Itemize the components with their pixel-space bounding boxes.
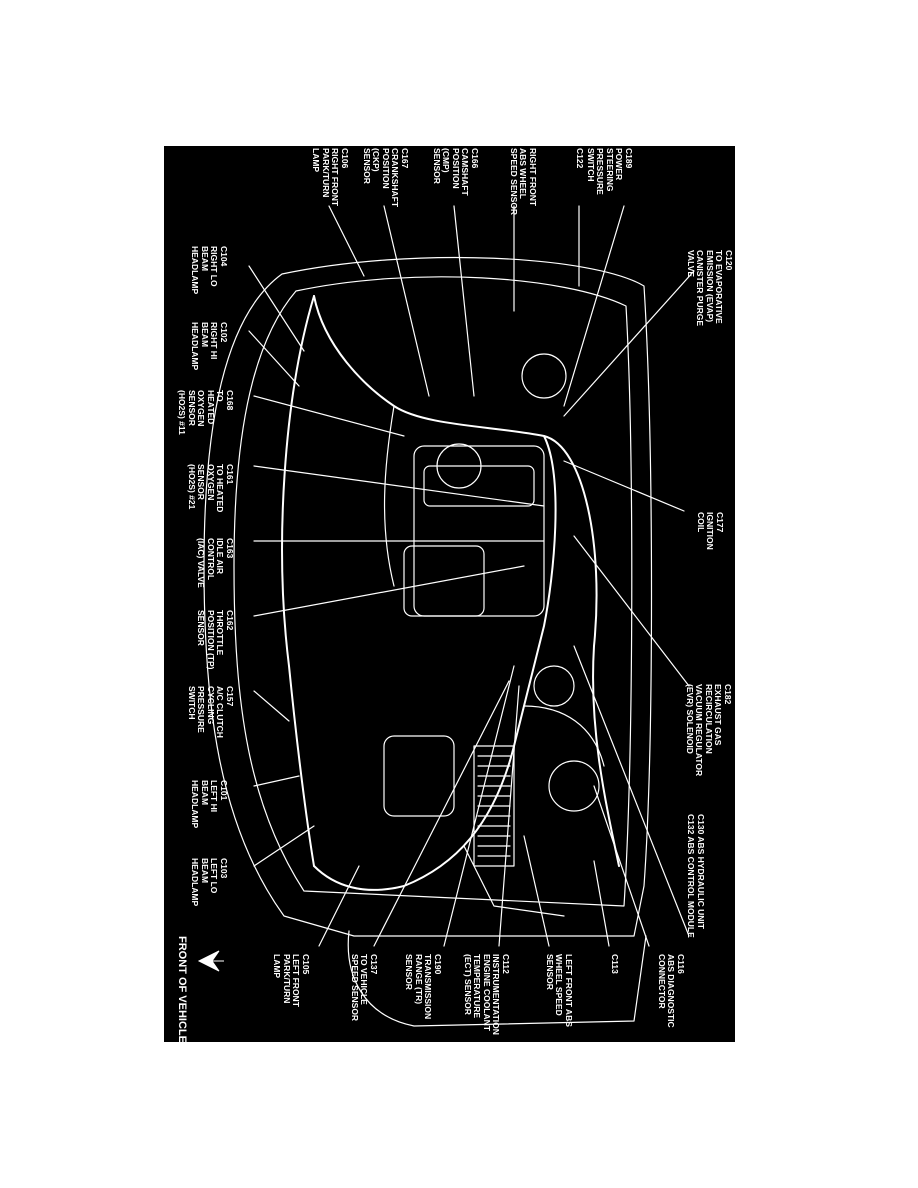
leader-c104 xyxy=(248,265,305,352)
leader-c112 xyxy=(498,685,520,947)
leader-lf-abs xyxy=(523,835,550,947)
leader-c130 xyxy=(573,645,690,937)
leader-c166 xyxy=(453,205,475,397)
diagram-panel: C189 POWER STEERING PRESSURE SWITCH C122… xyxy=(164,146,735,1043)
callout-c113: C113 xyxy=(610,954,620,974)
leader-c177 xyxy=(563,460,685,512)
callout-c137: C137 TO VEHICLE SPEED SENSOR xyxy=(350,954,379,1022)
leader-c189 xyxy=(563,205,625,407)
brake-reservoir xyxy=(521,353,567,399)
callout-c161: C161 TO HEATED OXYGEN SENSOR (HO2S) #21 xyxy=(187,464,235,513)
callout-c182: C182 EXHAUST GAS RECIRCULATION VACUUM RE… xyxy=(685,684,733,777)
callout-c120: C120 TO EVAPORATIVE EMISSION (EVAP) CANI… xyxy=(686,250,734,327)
callout-lf-abs: LEFT FRONT ABS WHEEL SPEED SENSOR xyxy=(545,954,574,1027)
harness-right-side xyxy=(281,295,315,867)
leader-c167 xyxy=(383,205,430,397)
washer-reservoir xyxy=(548,760,600,812)
callout-c104: C104 RIGHT LO BEAM HEADLAMP xyxy=(190,246,230,295)
callout-c162: C162 THROTTLE POSITION (TP) SENSOR xyxy=(196,610,236,670)
leader-c106 xyxy=(328,205,365,277)
leader-c103 xyxy=(253,825,315,867)
front-of-vehicle-label: FRONT OF VEHICLE xyxy=(176,936,188,1043)
callout-c116: C116 ABS DIAGNOSTIC CONNECTOR xyxy=(657,954,686,1028)
leader-c161 xyxy=(253,465,545,507)
engine-block xyxy=(413,445,545,617)
callout-c105: C105 LEFT FRONT PARK/TURN LAMP xyxy=(272,954,312,1007)
callout-c167: C167 CRANKSHAFT POSITION (CKP) SENSOR xyxy=(362,148,410,208)
harness-branch-1 xyxy=(383,405,395,587)
callout-c168: C168 TO HEATED OXYGEN SENSOR (HO2S) #11 xyxy=(177,390,236,435)
callout-c157: C157 A/C CLUTCH CYCLING PRESSURE SWITCH xyxy=(187,686,235,738)
callout-rf-abs: RIGHT FRONT ABS WHEEL SPEED SENSOR xyxy=(509,148,538,216)
leader-c168 xyxy=(253,395,405,437)
callout-c112: C112 INSTRUMENTATION ENGINE COOLANT TEMP… xyxy=(463,954,511,1035)
callout-c190: C190 TRANSMISSION RANGE (TR) SENSOR xyxy=(404,954,444,1020)
leader-c157 xyxy=(253,690,290,722)
callout-c130: C130 ABS HYDRAULIC UNIT C132 ABS CONTROL… xyxy=(686,814,707,938)
leader-c113 xyxy=(593,860,610,947)
callout-c106: C106 RIGHT FRONT PARK/TURN LAMP xyxy=(311,148,351,207)
harness-branch-3 xyxy=(463,845,565,917)
leader-c137 xyxy=(373,680,510,947)
leader-c102 xyxy=(248,330,300,387)
radiator-fins xyxy=(477,755,511,857)
leader-c162 xyxy=(253,565,525,617)
leader-c190 xyxy=(443,665,515,947)
callout-c177: C177 IGNITION COIL xyxy=(696,512,725,550)
engine-compartment-drawing xyxy=(197,205,695,1027)
harness-left-side xyxy=(543,435,620,867)
front-arrow-icon xyxy=(197,950,224,972)
leader-c120 xyxy=(563,270,695,417)
callout-c103: C103 LEFT LO BEAM HEADLAMP xyxy=(190,858,230,907)
battery xyxy=(383,735,455,817)
callout-c101: C101 LEFT HI BEAM HEADLAMP xyxy=(190,780,230,829)
callout-c189: C189 POWER STEERING PRESSURE SWITCH xyxy=(586,148,634,195)
valve-cover xyxy=(403,545,485,617)
harness-branch-2 xyxy=(523,705,605,767)
leader-c101 xyxy=(253,775,300,787)
leader-c182 xyxy=(573,535,690,687)
body-outline-inner xyxy=(233,276,633,907)
air-filter-lid xyxy=(436,443,482,489)
callout-c163: C163 IDLE AIR CONTROL (IAC) VALVE xyxy=(196,538,236,588)
intake-manifold xyxy=(423,465,535,507)
bumper-outline xyxy=(347,930,647,1027)
harness-main xyxy=(313,295,557,891)
callout-c102: C102 RIGHT HI BEAM HEADLAMP xyxy=(190,322,230,371)
abs-unit xyxy=(533,665,575,707)
callout-c122: C122 xyxy=(575,148,585,169)
callout-c166: C166 CAMSHAFT POSITION (CMP) SENSOR xyxy=(432,148,480,196)
body-outline-outer xyxy=(203,256,653,937)
leader-c116 xyxy=(593,785,650,947)
leader-c105 xyxy=(318,865,360,947)
